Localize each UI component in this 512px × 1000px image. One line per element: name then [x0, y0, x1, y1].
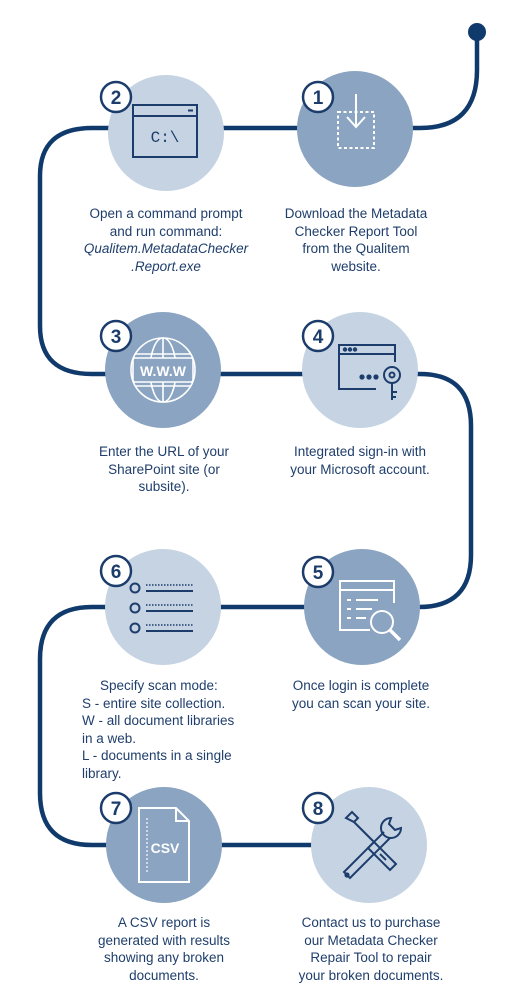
connector-path: [37, 29, 480, 848]
step-7-caption-line: generated with results: [97, 932, 231, 948]
step-4-caption: Integrated sign-in with your Microsoft a…: [265, 443, 455, 478]
step-2: C:\ 2: [99, 75, 224, 191]
step-3-caption-line: SharePoint site (or: [108, 461, 220, 477]
step-6: 6: [99, 549, 221, 665]
step-2-caption-line: Open a command prompt: [89, 206, 243, 221]
step-1-caption-line: website.: [331, 258, 381, 274]
step-8-caption-line: Contact us to purchase: [301, 915, 441, 930]
step-8-caption-line: Repair Tool to repair: [310, 950, 432, 965]
step-2-caption: Open a command prompt and run command: Q…: [71, 205, 261, 275]
step-3-caption: Enter the URL of your SharePoint site (o…: [69, 443, 259, 496]
step-7-number: 7: [111, 799, 122, 820]
step-8-caption-line: your broken documents.: [298, 967, 444, 983]
step-4-caption-line: Integrated sign-in with: [293, 444, 427, 459]
step-1-badge: [301, 80, 335, 114]
step-7-badge: [99, 791, 133, 825]
step-6-caption-line: library.: [82, 765, 122, 781]
step-8-badge: [301, 791, 335, 825]
step-8-caption: Contact us to purchase our Metadata Chec…: [276, 914, 466, 984]
step-5-caption-line: Once login is complete: [292, 678, 430, 693]
csv-file-icon: [138, 807, 190, 883]
step-6-caption-line: in a web.: [82, 730, 137, 746]
step-3-caption-line: subsite).: [138, 479, 190, 494]
step-3-caption-line: Enter the URL of your: [98, 444, 230, 459]
step-7-caption-line: A CSV report is: [117, 915, 211, 930]
step-4-badge: [301, 319, 335, 353]
step-3: W.W.W 3: [99, 312, 221, 428]
step-7-circle: [106, 787, 222, 903]
csv-text: CSV: [151, 840, 180, 856]
step-4-caption-line: your Microsoft account.: [290, 461, 430, 477]
step-6-caption-line: W - all document libraries: [82, 713, 235, 728]
step-1-number: 1: [313, 88, 324, 109]
command-prompt-text: C:\: [151, 129, 180, 147]
step-1-caption-line: from the Qualitem: [302, 241, 410, 256]
step-6-circle: [105, 549, 221, 665]
step-8-number: 8: [313, 799, 324, 820]
step-5-number: 5: [313, 563, 324, 584]
document-search-icon: [339, 580, 402, 642]
step-6-caption: Specify scan mode: S - entire site colle…: [82, 677, 282, 782]
step-2-badge: [99, 80, 133, 114]
step-4-number: 4: [313, 327, 324, 348]
step-5: 5: [301, 549, 420, 665]
options-list-icon: [129, 582, 193, 634]
download-icon: [337, 94, 375, 149]
step-6-number: 6: [111, 562, 122, 583]
step-2-number: 2: [111, 88, 122, 109]
step-6-caption-line: L - documents in a single: [82, 748, 232, 763]
step-7-caption-line: documents.: [129, 967, 199, 983]
step-3-badge: [99, 319, 133, 353]
step-2-command-line: Qualitem.MetadataChecker: [83, 241, 249, 256]
globe-www-icon: [130, 337, 196, 403]
step-5-caption: Once login is complete you can scan your…: [266, 677, 456, 712]
step-1-caption-line: Checker Report Tool: [294, 223, 418, 239]
login-key-icon: [338, 344, 401, 400]
step-6-badge: [99, 554, 133, 588]
www-text: W.W.W: [140, 363, 187, 379]
start-dot: [468, 23, 486, 41]
step-2-command-line: .Report.exe: [131, 258, 201, 274]
step-6-caption-line: Specify scan mode:: [100, 678, 218, 693]
step-3-number: 3: [111, 327, 122, 348]
tools-icon: [342, 810, 403, 880]
step-1: 1: [297, 71, 413, 187]
step-2-caption-line: and run command:: [109, 223, 223, 239]
step-5-badge: [301, 555, 335, 589]
step-8-caption-line: our Metadata Checker: [304, 932, 438, 948]
step-8-circle: [311, 787, 427, 903]
step-1-caption-line: Download the Metadata: [284, 206, 428, 221]
step-7-caption-line: showing any broken: [103, 950, 225, 965]
step-8: 8: [301, 787, 427, 903]
step-7: CSV 7: [99, 787, 222, 903]
step-6-caption-line: S - entire site collection.: [82, 695, 226, 711]
step-4: 4: [301, 312, 418, 428]
step-1-caption: Download the Metadata Checker Report Too…: [261, 205, 451, 275]
step-5-caption-line: you can scan your site.: [291, 695, 431, 711]
step-7-caption: A CSV report is generated with results s…: [69, 914, 259, 984]
command-prompt-icon: [132, 104, 198, 158]
